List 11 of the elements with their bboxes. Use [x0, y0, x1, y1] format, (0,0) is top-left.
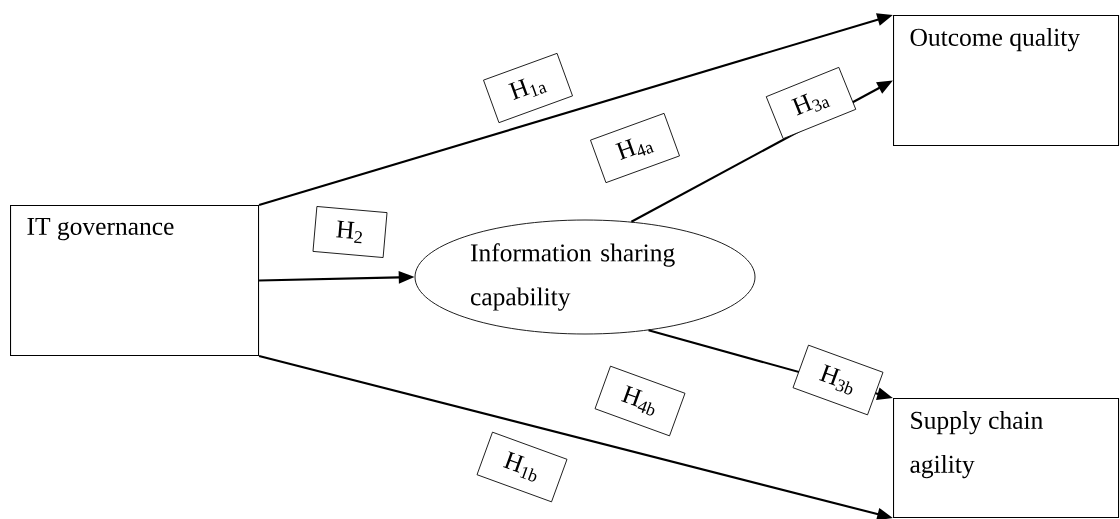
hypothesis-label: H$_{4a}$ — [590, 112, 680, 184]
hypothesis-label: H$_{4b}$ — [594, 365, 686, 437]
ellipse-node: Information sharing capability — [414, 219, 756, 335]
edge-label: H$_{3b}$ — [792, 344, 884, 416]
edge-label: H$_{1b}$ — [476, 431, 568, 503]
edge-label: H$_{1a}$ — [483, 52, 573, 124]
process-box: Supply chain agility — [893, 398, 1120, 519]
edge-label: H$_{3a}$ — [765, 66, 857, 140]
process-box: IT governance — [10, 205, 260, 357]
process-box: Outcome quality — [893, 15, 1120, 147]
edge-label: H$_{2}$ — [312, 206, 388, 258]
